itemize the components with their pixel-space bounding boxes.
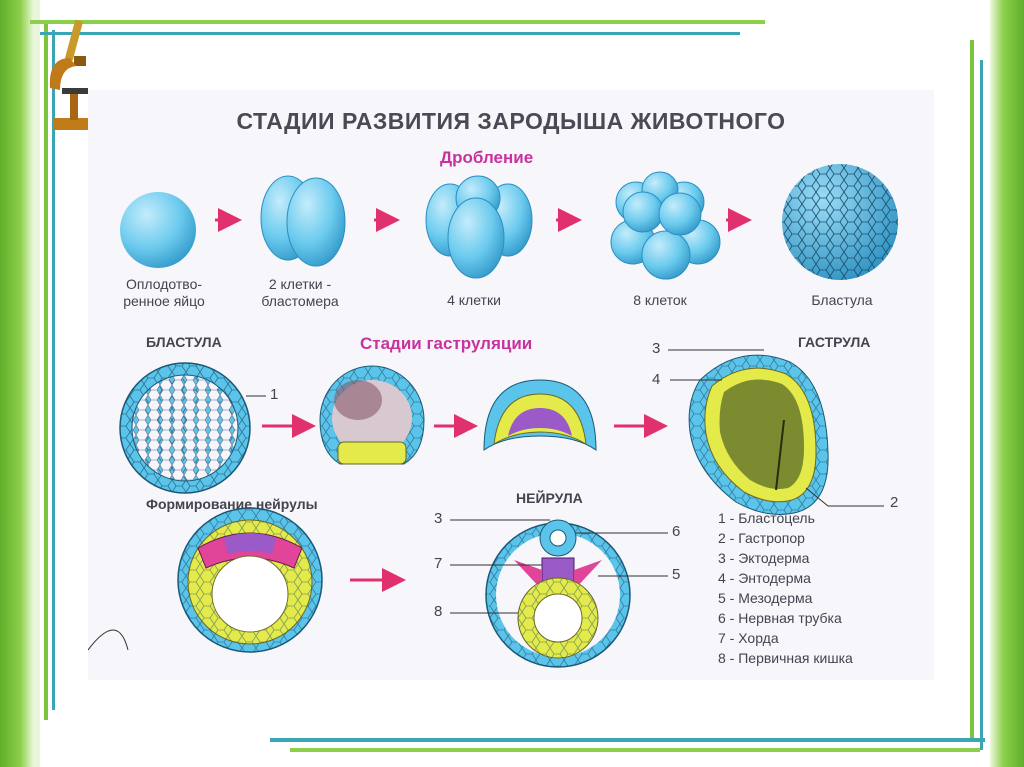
page-title: СТАДИИ РАЗВИТИЯ ЗАРОДЫША ЖИВОТНОГО [236, 108, 786, 134]
callout-gastrula-3: 3 [652, 340, 661, 357]
stage-8-cells [610, 171, 721, 280]
gastrulation-heading: Стадии гаструляции [360, 334, 533, 353]
caption-2-cells: 2 клетки -бластомера [261, 276, 339, 309]
legend-item: 5 - Мезодерма [718, 590, 813, 606]
neurula-formation-label: Формирование нейрулы [146, 496, 318, 512]
caption-4-cells: 4 клетки [447, 292, 501, 308]
legend-item: 7 - Хорда [718, 630, 779, 646]
legend-item: 8 - Первичная кишка [718, 650, 853, 666]
neurula-formation-section [177, 507, 323, 653]
callout-neurula-5: 5 [672, 566, 681, 583]
legend-item: 3 - Эктодерма [718, 550, 810, 566]
blastula-label: БЛАСТУЛА [146, 334, 222, 350]
caption-blastula: Бластула [811, 292, 873, 308]
caption-fertilized-egg: Оплодотво-ренное яйцо [123, 276, 205, 309]
neurula-label: НЕЙРУЛА [516, 490, 583, 506]
stage-blastula-sphere [782, 164, 898, 280]
legend-item: 4 - Энтодерма [718, 570, 811, 586]
callout-neurula-6: 6 [672, 523, 681, 540]
cleavage-heading: Дробление [440, 148, 534, 167]
embryo-development-figure: СТАДИИ РАЗВИТИЯ ЗАРОДЫША ЖИВОТНОГО Дробл… [88, 90, 934, 680]
corner-arc [88, 629, 129, 651]
callout-gastrula-2: 2 [890, 494, 899, 511]
callout-neurula-3: 3 [434, 510, 443, 527]
caption-8-cells: 8 клеток [633, 292, 687, 308]
legend-item: 1 - Бластоцель [718, 510, 815, 526]
early-gastrula [319, 365, 425, 465]
callout-gastrula-4: 4 [652, 371, 661, 388]
gastrula-label: ГАСТРУЛА [798, 334, 871, 350]
gastrula [668, 349, 884, 515]
callout-neurula-7: 7 [434, 555, 443, 572]
callout-1: 1 [270, 386, 279, 403]
stage-4-cells [425, 175, 533, 279]
legend-item: 6 - Нервная трубка [718, 610, 842, 626]
legend-item: 2 - Гастропор [718, 530, 805, 546]
stage-2-cells [260, 175, 346, 267]
figure-artwork [88, 164, 898, 668]
callout-neurula-8: 8 [434, 603, 443, 620]
stage-fertilized-egg [120, 192, 196, 268]
neurula-section [450, 519, 668, 668]
microscope-icon [49, 19, 94, 130]
blastula-section [119, 362, 266, 494]
mid-gastrula [483, 379, 597, 451]
